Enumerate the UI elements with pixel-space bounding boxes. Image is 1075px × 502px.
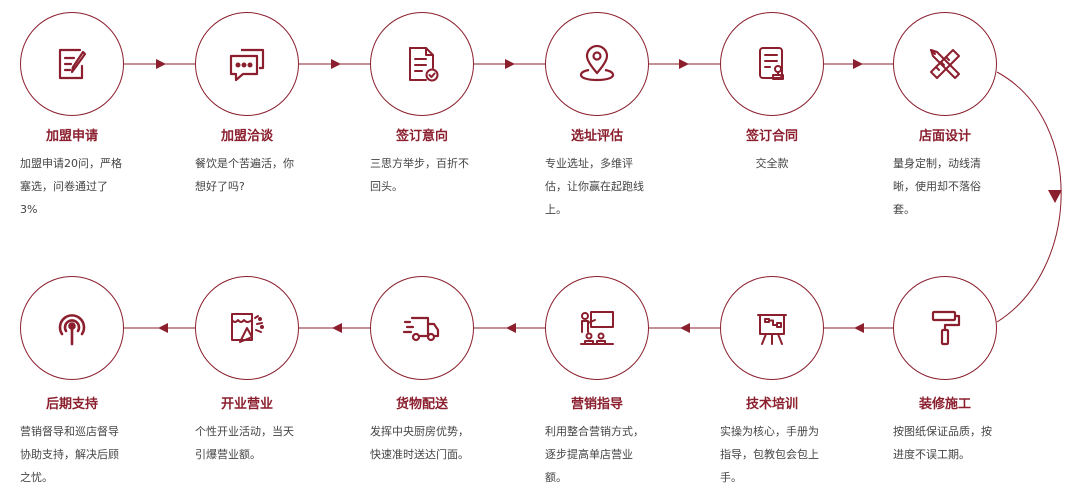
step-9-desc: 利用整合营销方式，逐步提高单店营业额。 [545,425,644,484]
step-8-title: 技术培训 [745,397,798,412]
form-pen-icon [58,48,87,80]
step-4-title: 选址评估 [570,129,623,144]
paint-roller-icon [931,310,961,346]
step-5-title: 签订合同 [745,129,798,144]
step-4-circle [545,12,649,116]
step-2-title: 加盟洽谈 [220,129,273,144]
step-11-desc: 个性开业活动，当天引爆营业额。 [195,425,294,461]
signal-broadcast-icon [58,314,86,346]
step-11-title: 开业营业 [220,397,273,412]
step-12-desc: 营销督导和巡店督导协助支持，解决后顾之忧。 [20,425,119,484]
document-check-icon [409,47,439,82]
step-5-circle [720,12,824,116]
step-3-desc: 三思方举步，百折不回头。 [370,157,469,193]
step-11-circle [195,276,299,380]
step-7-desc: 按图纸保证品质，按进度不误工期。 [893,425,992,461]
step-12-title: 后期支持 [45,397,98,412]
step-1-title: 加盟申请 [45,129,98,144]
presentation-easel-icon [757,314,787,345]
step-2-desc: 餐饮是个苦遍活，你想好了吗? [195,157,294,193]
shop-party-icon [231,313,264,343]
step-6-title: 店面设计 [918,129,971,144]
curve-6-7 [996,71,1062,323]
contract-stamp-icon [759,47,784,80]
step-9-title: 营销指导 [570,397,623,412]
step-8-desc: 实操为核心，手册为指导，包教包会包上手。 [720,425,819,484]
step-9-circle [545,276,649,380]
step-7-circle [893,276,997,380]
step-7-title: 装修施工 [918,397,971,412]
classroom-teacher-icon [580,311,614,345]
step-4-desc: 专业选址，多维评估，让你赢在起跑线上。 [545,157,644,216]
step-1-circle [20,12,124,116]
step-3-circle [370,12,474,116]
location-pin-icon [579,44,615,82]
chat-bubbles-icon [229,48,265,82]
step-12-circle [20,276,124,380]
step-10-desc: 发挥中央厨房优势，快速准时送达门面。 [370,425,469,461]
delivery-truck-icon [402,316,440,342]
step-6-desc: 量身定制，动线清晰，使用却不落俗套。 [893,157,981,216]
step-8-circle [720,276,824,380]
step-5-desc: 交全款 [755,157,789,170]
step-6-circle [893,12,997,116]
step-1-desc: 加盟申请20问，严格塞选，问卷通过了3% [20,157,122,216]
step-3-title: 签订意向 [395,129,448,144]
step-2-circle [195,12,299,116]
step-10-circle [370,276,474,380]
pencil-ruler-icon [930,49,960,79]
step-10-title: 货物配送 [395,397,448,412]
